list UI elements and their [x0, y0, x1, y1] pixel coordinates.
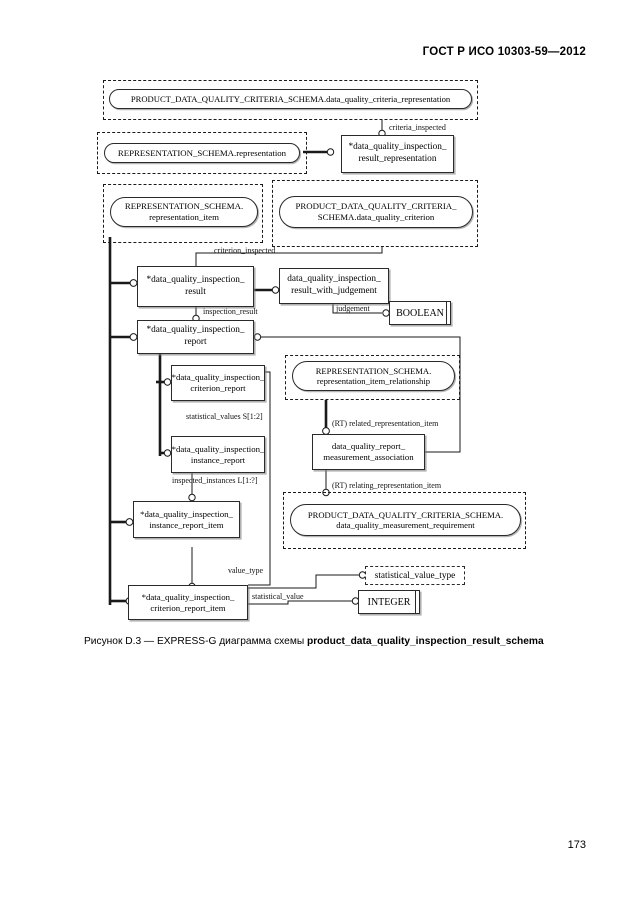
schema-ref-measurement-requirement: PRODUCT_DATA_QUALITY_CRITERIA_SCHEMA. da… — [283, 492, 526, 549]
schema-ref-representation: REPRESENTATION_SCHEMA.representation — [97, 132, 307, 174]
figure-caption: Рисунок D.3 — EXPRESS-G диаграмма схемы … — [84, 636, 554, 647]
attr-inspection-result: inspection_result — [203, 307, 258, 316]
schema-ref-label-measurement-requirement: PRODUCT_DATA_QUALITY_CRITERIA_SCHEMA. da… — [290, 504, 521, 536]
attr-criteria-inspected: criteria_inspected — [389, 123, 446, 132]
attr-judgement: judgement — [336, 304, 370, 313]
schema-ref-label-item-relationship: REPRESENTATION_SCHEMA. representation_it… — [292, 361, 455, 391]
entity-instance-report-item: *data_quality_inspection_ instance_repor… — [133, 501, 240, 538]
attr-relating-representation-item: (RT) relating_representation_item — [332, 481, 442, 490]
entity-result-with-judgement: data_quality_inspection_ result_with_jud… — [279, 268, 389, 304]
attr-statistical-values: statistical_values S[1:2] — [186, 412, 263, 421]
entity-criterion-report-item: *data_quality_inspection_ criterion_repo… — [128, 585, 248, 620]
type-statistical-value-type: statistical_value_type — [365, 566, 465, 585]
entity-inspection-result: *data_quality_inspection_ result — [137, 266, 254, 307]
entity-criterion-report: *data_quality_inspection_ criterion_repo… — [171, 365, 265, 401]
entity-result-representation: *data_quality_inspection_ result_represe… — [341, 135, 454, 173]
type-boolean: BOOLEAN — [389, 301, 451, 325]
schema-ref-representation-item: REPRESENTATION_SCHEMA. representation_it… — [103, 184, 263, 243]
schema-ref-criteria-representation: PRODUCT_DATA_QUALITY_CRITERIA_SCHEMA.dat… — [103, 80, 478, 120]
schema-ref-label-representation-item: REPRESENTATION_SCHEMA. representation_it… — [110, 197, 258, 227]
document-header: ГОСТ Р ИСО 10303-59—2012 — [422, 46, 586, 58]
schema-ref-label-criterion: PRODUCT_DATA_QUALITY_CRITERIA_ SCHEMA.da… — [279, 196, 473, 228]
caption-prefix: Рисунок D.3 — EXPRESS-G диаграмма схемы — [84, 636, 307, 647]
attr-statistical-value: statistical_value — [252, 592, 304, 601]
schema-ref-criterion: PRODUCT_DATA_QUALITY_CRITERIA_ SCHEMA.da… — [272, 180, 478, 247]
caption-schema-name: product_data_quality_inspection_result_s… — [306, 636, 544, 647]
attr-inspected-instances: inspected_instances L[1:?] — [172, 476, 258, 485]
diagram-connectors — [108, 120, 461, 605]
schema-ref-item-relationship: REPRESENTATION_SCHEMA. representation_it… — [285, 355, 460, 400]
page-number: 173 — [567, 839, 586, 851]
attr-related-representation-item: (RT) related_representation_item — [332, 419, 439, 428]
entity-instance-report: *data_quality_inspection_ instance_repor… — [171, 436, 265, 473]
schema-ref-label-representation: REPRESENTATION_SCHEMA.representation — [104, 143, 300, 163]
attr-value-type: value_type — [228, 566, 264, 575]
entity-measurement-association: data_quality_report_ measurement_associa… — [312, 434, 425, 470]
type-integer: INTEGER — [358, 590, 420, 614]
express-g-diagram: PRODUCT_DATA_QUALITY_CRITERIA_SCHEMA.dat… — [97, 80, 526, 620]
schema-ref-label-criteria-representation: PRODUCT_DATA_QUALITY_CRITERIA_SCHEMA.dat… — [109, 89, 472, 109]
attr-criterion-inspected: criterion_inspected — [214, 246, 276, 255]
entity-inspection-report: *data_quality_inspection_ report — [137, 320, 254, 354]
